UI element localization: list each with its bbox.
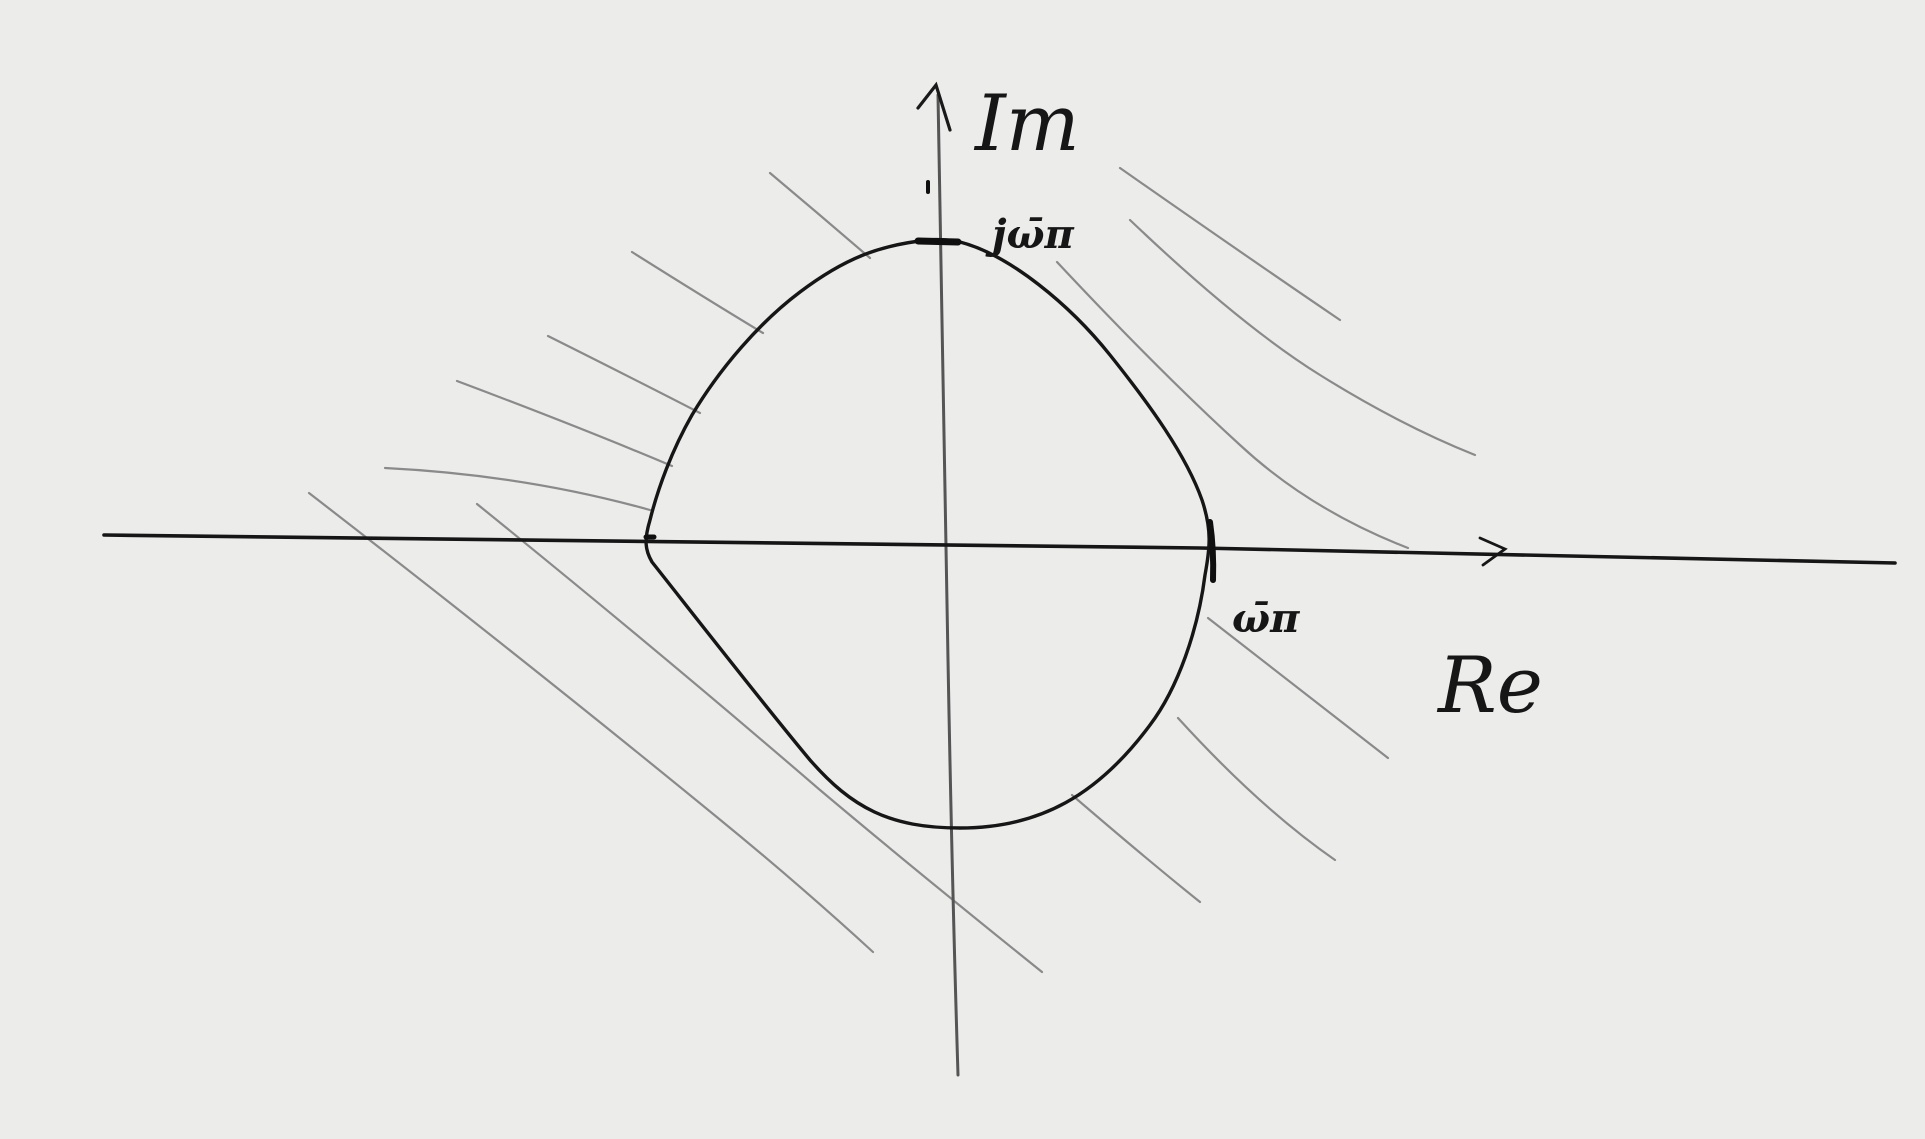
hatch-line [455, 379, 674, 468]
right-marker-label: ω̄π [1232, 595, 1300, 642]
axes [102, 81, 1897, 1077]
right-marker-tick [1207, 519, 1217, 583]
top-marker-tick [914, 237, 962, 246]
top-marker-label: jω̄π [985, 211, 1075, 258]
hatch-line [383, 466, 652, 512]
imaginary-axis-line [936, 93, 960, 1077]
hatch-line [1206, 616, 1390, 760]
hatch-line [1055, 260, 1410, 550]
region-boundary-curve [644, 237, 1211, 830]
hatch-line [1128, 218, 1477, 457]
real-axis-line [102, 533, 1897, 565]
hatch-line [307, 491, 875, 954]
imaginary-axis-arrowhead [916, 81, 952, 132]
hatch-line [546, 334, 702, 415]
imaginary-axis-label: Im [973, 79, 1080, 169]
hatch-line [1070, 793, 1202, 904]
hatch-line [1118, 166, 1342, 322]
hatch-line [1176, 716, 1337, 862]
markers [643, 180, 1217, 583]
real-axis-arrowhead [1478, 536, 1508, 567]
real-axis-label: Re [1436, 641, 1543, 731]
hatch-line [768, 171, 872, 260]
hatch-line [630, 250, 765, 335]
